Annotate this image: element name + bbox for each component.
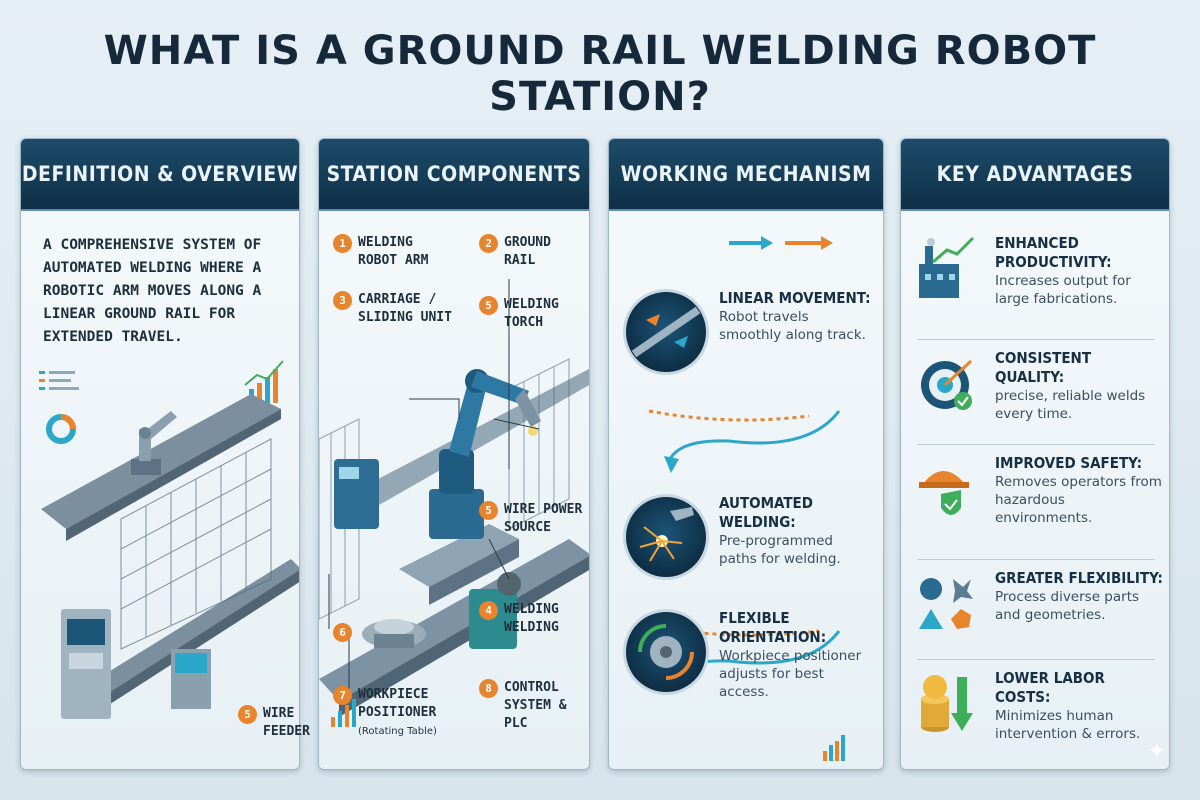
component-2: 2 GROUND RAIL [479,234,584,270]
donut-chart-icon [46,414,76,444]
mechanism-item-orientation: FLEXIBLE ORIENTATION: Workpiece position… [623,609,873,701]
hardhat-shield-icon [913,454,985,526]
mechanism-item-linear: LINEAR MOVEMENT: Robot travels smoothly … [623,289,873,375]
component-welding-torch: 5 WELDING TORCH [479,296,584,332]
shapes-icon [913,569,985,641]
divider [917,444,1155,445]
mechanism-item-welding: AUTOMATED WELDING: Pre-programmed paths … [623,494,873,580]
component-8: 8 CONTROL SYSTEM & PLC [479,679,584,733]
definition-text: A COMPREHENSIVE SYSTEM OF AUTOMATED WELD… [43,237,262,345]
definition-panel: DEFINITION & OVERVIEW A COMPREHENSIVE SY… [20,138,300,770]
component-4: 4 WELDING WELDING [479,601,584,637]
component-3: 3 CARRIAGE / SLIDING UNIT [333,291,458,327]
safety-fence [120,438,272,650]
factory-chart-icon [913,234,985,306]
definition-heading: DEFINITION & OVERVIEW [21,139,299,211]
advantage-quality: CONSISTENT QUALITY: precise, reliable we… [913,349,1163,423]
components-panel: STATION COMPONENTS [318,138,590,770]
page-title: WHAT IS A GROUND RAIL WELDING ROBOT STAT… [103,28,1097,120]
mini-list-icon [39,371,79,390]
mechanism-heading: WORKING MECHANISM [609,139,883,211]
arrow-right-icon [729,236,833,250]
divider [917,559,1155,560]
component-wire-power-source: 5 WIRE POWER SOURCE [479,501,584,537]
monitor-station [171,649,211,709]
advantage-labor-costs: LOWER LABOR COSTS: Minimizes human inter… [913,669,1163,743]
components-heading: STATION COMPONENTS [319,139,589,211]
component-6: 6 [333,623,352,642]
component-7: 7 WORKPIECE POSITIONER (Rotating Table) [333,686,488,741]
advantages-panel: KEY ADVANTAGES ENHANCED PRODUCTIVITY: In… [900,138,1170,770]
advantage-safety: IMPROVED SAFETY: Removes operators from … [913,454,1163,527]
advantages-heading: KEY ADVANTAGES [901,139,1169,211]
station-components-illustration [319,279,589,727]
target-check-icon [913,349,985,421]
bar-chart-icon [823,735,845,761]
component-5-wire-feeder: 5 WIRE FEEDER [238,705,319,741]
welding-spark-icon [623,494,709,580]
advantage-flexibility: GREATER FLEXIBILITY: Process diverse par… [913,569,1163,641]
rotation-icon [623,609,709,695]
divider [917,339,1155,340]
control-cabinet [61,609,111,719]
sparkle-icon: ✦ [1147,739,1166,764]
divider [917,659,1155,660]
bar-chart-icon [331,699,356,727]
mechanism-panel: WORKING MECHANISM [608,138,884,770]
linear-rail-icon [623,289,709,375]
advantage-productivity: ENHANCED PRODUCTIVITY: Increases output … [913,234,1163,308]
component-1: 1 WELDING ROBOT ARM [333,234,458,270]
coins-arrow-icon [913,669,985,741]
station-overview-illustration [39,360,299,719]
mini-robot-arm [131,411,177,475]
